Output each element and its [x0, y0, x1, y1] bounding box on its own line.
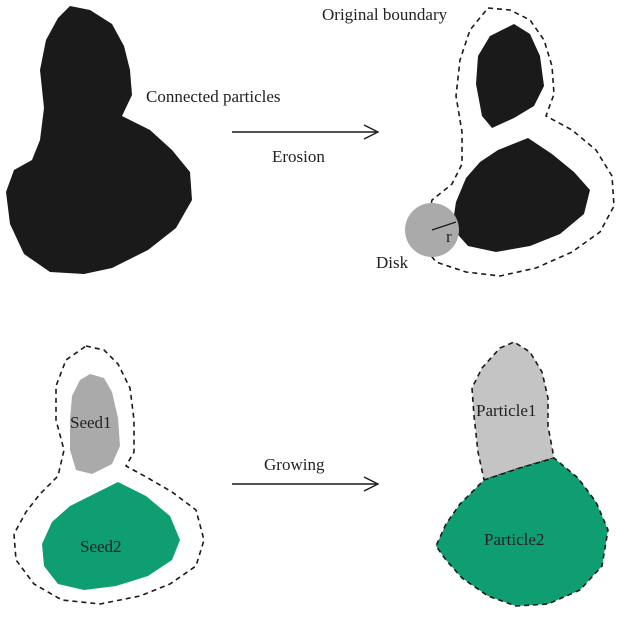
- connected-particles-shape: [6, 6, 192, 274]
- growing-label: Growing: [264, 455, 325, 474]
- seed2-label: Seed2: [80, 537, 122, 556]
- seed1-label: Seed1: [70, 413, 112, 432]
- disk-label: Disk: [376, 253, 409, 272]
- eroded-particle-top: [476, 24, 544, 128]
- particle1-label: Particle1: [476, 401, 536, 420]
- connected-particles-label: Connected particles: [146, 87, 281, 106]
- seed2-shape: [42, 482, 180, 590]
- particle2-label: Particle2: [484, 530, 544, 549]
- erosion-label: Erosion: [272, 147, 325, 166]
- eroded-particle-bottom: [452, 138, 590, 252]
- original-boundary-label: Original boundary: [322, 5, 448, 24]
- disk-radius-label: r: [446, 227, 452, 246]
